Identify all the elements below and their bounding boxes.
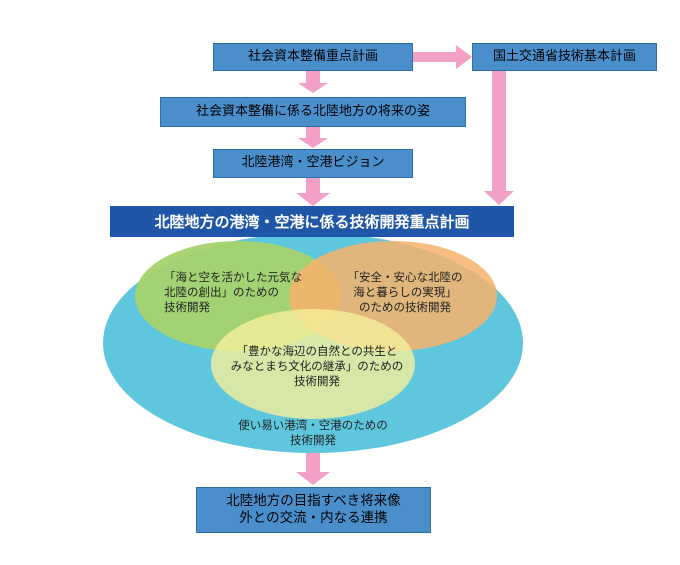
green-line-2: 北陸の創出」のための — [164, 284, 279, 299]
main-plan-label: 北陸地方の港湾・空港に係る技術開発重点計画 — [154, 213, 470, 231]
yellow-circle-text: 「豊かな海辺の自然との共生と みなとまち文化の継承」のための 技術開発 — [222, 344, 412, 389]
arrow-shaft-bottom — [306, 450, 320, 473]
goal-line-2: 外との交流・内なる連携 — [239, 510, 388, 526]
yellow-line-3: 技術開発 — [294, 373, 340, 388]
future-vision-box: 社会資本整備に係る北陸地方の将来の姿 — [160, 97, 466, 127]
green-line-3: 技術開発 — [164, 299, 210, 314]
green-line-1: 「海と空を活かした元気な — [164, 270, 302, 284]
goal-line-1: 北陸地方の目指すべき将来像 — [226, 493, 401, 510]
arrow-head-bottom — [296, 472, 330, 485]
plan-top-box: 社会資本整備重点計画 — [213, 43, 413, 71]
green-circle-text: 「海と空を活かした元気な 北陸の創出」のための 技術開発 — [164, 270, 319, 315]
outer-line-2: 技術開発 — [290, 432, 336, 447]
arrow-head-horizontal — [456, 45, 472, 69]
goal-box: 北陸地方の目指すべき将来像 外との交流・内なる連携 — [196, 487, 431, 533]
orange-line-2: 海と暮らしの実現」 — [353, 284, 457, 299]
arrow-head-3 — [296, 193, 330, 206]
yellow-line-1: 「豊かな海辺の自然との共生と — [236, 344, 398, 358]
orange-line-3: のための技術開発 — [359, 299, 451, 314]
arrow-head-2 — [298, 138, 328, 148]
plan-top-label: 社会資本整備重点計画 — [247, 48, 378, 64]
port-airport-vision-box: 北陸港湾・空港ビジョン — [213, 149, 413, 178]
arrow-shaft-1 — [306, 71, 320, 83]
main-plan-title: 北陸地方の港湾・空港に係る技術開発重点計画 — [110, 206, 514, 237]
national-plan-label: 国土交通省技術基本計画 — [492, 48, 636, 64]
orange-line-1: 「安全・安心な北陸の — [347, 270, 463, 284]
outer-line-1: 使い易い港湾・空港のための — [238, 418, 388, 432]
future-vision-label: 社会資本整備に係る北陸地方の将来の姿 — [195, 103, 430, 119]
arrow-shaft-2 — [306, 127, 320, 138]
outer-ellipse-text: 使い易い港湾・空港のための 技術開発 — [230, 418, 396, 448]
port-airport-vision-label: 北陸港湾・空港ビジョン — [241, 155, 385, 171]
orange-circle-text: 「安全・安心な北陸の 海と暮らしの実現」 のための技術開発 — [335, 270, 475, 315]
national-plan-box: 国土交通省技術基本計画 — [472, 43, 657, 71]
yellow-line-2: みなとまち文化の継承」のための — [230, 358, 404, 373]
arrow-head-1 — [298, 83, 328, 93]
yellow-circle — [211, 309, 415, 419]
arrow-shaft-right — [492, 70, 506, 192]
arrow-shaft-3 — [306, 178, 320, 194]
arrow-head-right — [484, 191, 514, 205]
arrow-shaft-horizontal — [413, 52, 458, 62]
